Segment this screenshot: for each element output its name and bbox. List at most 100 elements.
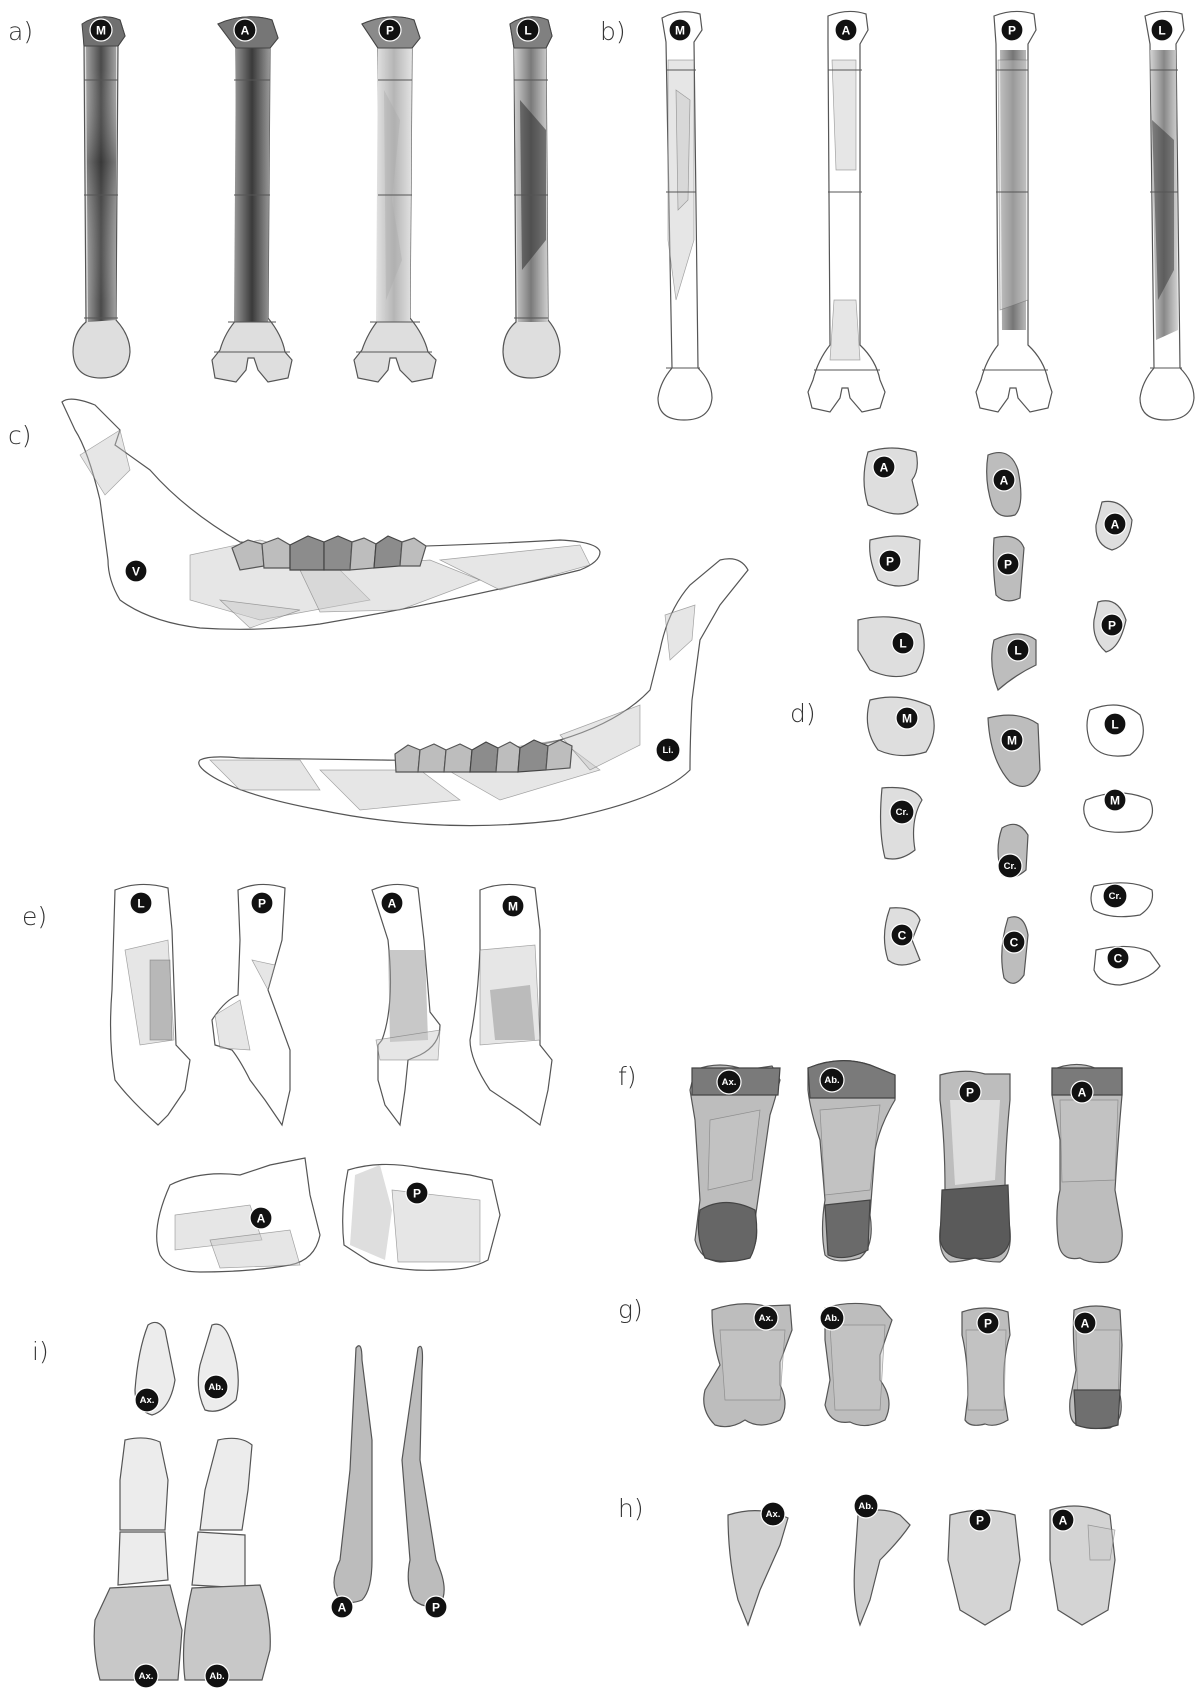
badge-label: A [1078, 1086, 1087, 1100]
badge-d-17: Cr. [1103, 884, 1127, 908]
badge-label: C [898, 929, 907, 943]
badge-f-4: A [1071, 1081, 1093, 1103]
badge-label: P [984, 1317, 992, 1331]
bone-a-medial [73, 17, 130, 378]
badge-label: A [257, 1212, 266, 1226]
badge-label: P [886, 555, 894, 569]
badge-d-12: C [1003, 931, 1025, 953]
bone-f-1 [690, 1065, 780, 1262]
badge-label: L [1111, 718, 1118, 732]
badge-a-2: A [234, 19, 256, 41]
bone-b-medial [658, 12, 712, 420]
badge-label: M [508, 900, 518, 914]
bone-i-10 [402, 1346, 444, 1606]
badge-i-1: Ax. [135, 1388, 159, 1412]
badge-label: Ax. [766, 1509, 781, 1520]
bone-e-1 [111, 884, 190, 1125]
badge-d-6: C [891, 924, 913, 946]
tarsal-d-3 [858, 617, 924, 677]
badge-label: Cr. [1109, 891, 1122, 902]
badge-a-4: L [517, 19, 539, 41]
bone-a-anterior [212, 17, 292, 382]
badge-a-3: P [379, 19, 401, 41]
badge-label: Ab. [824, 1075, 839, 1086]
badge-e-3: A [381, 892, 403, 914]
panel-label-g: g) [618, 1295, 643, 1324]
bone-e-2 [212, 884, 290, 1125]
badge-label: P [966, 1086, 974, 1100]
bone-h-1 [728, 1511, 788, 1625]
badge-c-1: V [125, 560, 147, 582]
badge-d-15: L [1104, 713, 1126, 735]
panel-b-bones [658, 11, 1194, 420]
panel-c-mandibles [62, 399, 748, 826]
badge-label: A [880, 461, 889, 475]
badge-h-2: Ab. [854, 1494, 878, 1518]
badge-label: P [976, 1514, 984, 1528]
badge-label: Ax. [759, 1313, 774, 1324]
badge-i-5: Ax. [134, 1664, 158, 1688]
badge-label: L [524, 24, 531, 38]
panel-i-bones [94, 1322, 444, 1680]
badge-label: P [258, 897, 266, 911]
badge-label: A [1081, 1317, 1090, 1331]
bone-a-posterior [354, 17, 436, 382]
mandible-vestibular [62, 399, 600, 629]
badge-label: A [1000, 474, 1009, 488]
badge-c-2: Li. [656, 738, 680, 762]
badge-d-16: M [1104, 789, 1126, 811]
badge-d-1: A [873, 456, 895, 478]
badge-label: Li. [662, 745, 673, 756]
badge-g-4: A [1074, 1312, 1096, 1334]
bone-i-5 [118, 1532, 168, 1585]
panel-a-bones [73, 17, 560, 382]
badge-h-3: P [969, 1509, 991, 1531]
badge-d-8: P [997, 553, 1019, 575]
badge-label: P [1004, 558, 1012, 572]
badge-e-4: M [502, 895, 524, 917]
badge-label: C [1010, 936, 1019, 950]
badge-f-1: Ax. [717, 1070, 741, 1094]
badge-a-1: M [90, 19, 112, 41]
bone-f-2 [808, 1061, 895, 1261]
badge-e-6: P [406, 1182, 428, 1204]
bone-i-7 [94, 1585, 182, 1680]
badge-i-2: Ab. [204, 1375, 228, 1399]
badge-label: Ab. [208, 1382, 223, 1393]
panel-label-e: e) [22, 902, 47, 931]
badge-label: A [388, 897, 397, 911]
tooth-row-lingual [395, 740, 572, 772]
bone-e-5 [157, 1158, 320, 1272]
panel-label-f: f) [618, 1062, 637, 1091]
bone-i-8 [184, 1585, 271, 1680]
panel-label-d: d) [790, 699, 816, 728]
badge-d-7: A [993, 469, 1015, 491]
badge-d-5: Cr. [890, 800, 914, 824]
badge-i-3: A [331, 1596, 353, 1618]
badge-label: A [1111, 518, 1120, 532]
badge-label: Ax. [722, 1077, 737, 1088]
badge-label: Ab. [824, 1313, 839, 1324]
badge-label: M [1007, 734, 1017, 748]
panel-label-c: c) [8, 421, 32, 450]
badge-f-3: P [959, 1081, 981, 1103]
badge-d-14: P [1101, 614, 1123, 636]
badge-label: P [413, 1187, 421, 1201]
badge-label: P [1108, 619, 1116, 633]
badge-h-4: A [1052, 1509, 1074, 1531]
panel-label-a: a) [8, 17, 33, 46]
badge-d-2: P [879, 550, 901, 572]
badge-label: M [1110, 794, 1120, 808]
badge-label: L [1014, 644, 1021, 658]
badge-label: Ax. [139, 1671, 154, 1682]
badge-i-4: P [425, 1596, 447, 1618]
badge-label: A [1059, 1514, 1068, 1528]
badge-label: P [1008, 24, 1016, 38]
badge-e-1: L [130, 892, 152, 914]
badge-b-2: A [835, 19, 857, 41]
badge-label: L [137, 897, 144, 911]
panel-f-phalanges [690, 1061, 1122, 1263]
badge-label: M [96, 24, 106, 38]
badge-d-4: M [896, 707, 918, 729]
